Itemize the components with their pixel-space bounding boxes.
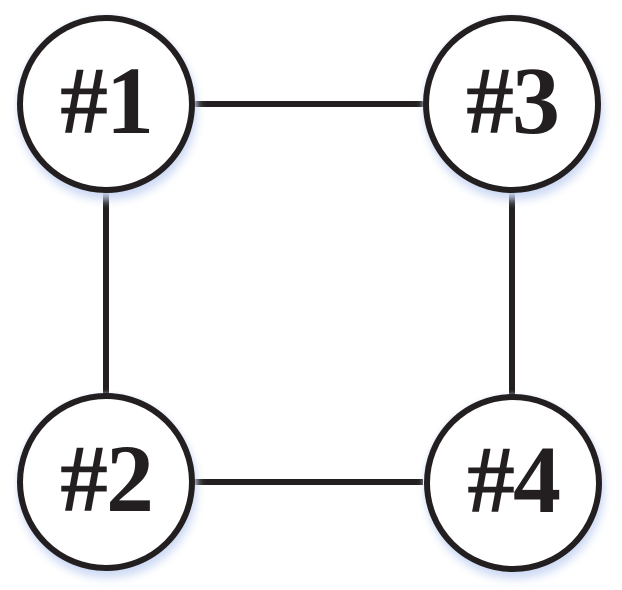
- edge-node2-node4: [195, 479, 423, 485]
- node-4-circle: #4: [424, 394, 602, 572]
- node-1-circle: #1: [17, 15, 195, 193]
- node-2-label: #2: [60, 425, 154, 532]
- node-3-label: #3: [466, 47, 560, 154]
- node-1-label: #1: [60, 47, 154, 154]
- node-3-circle: #3: [423, 15, 601, 193]
- node-2-circle: #2: [17, 393, 195, 571]
- node-4-label: #4: [467, 426, 561, 533]
- edge-node3-node4: [509, 190, 515, 396]
- edge-node1-node2: [103, 190, 109, 396]
- edge-node1-node3: [195, 101, 423, 107]
